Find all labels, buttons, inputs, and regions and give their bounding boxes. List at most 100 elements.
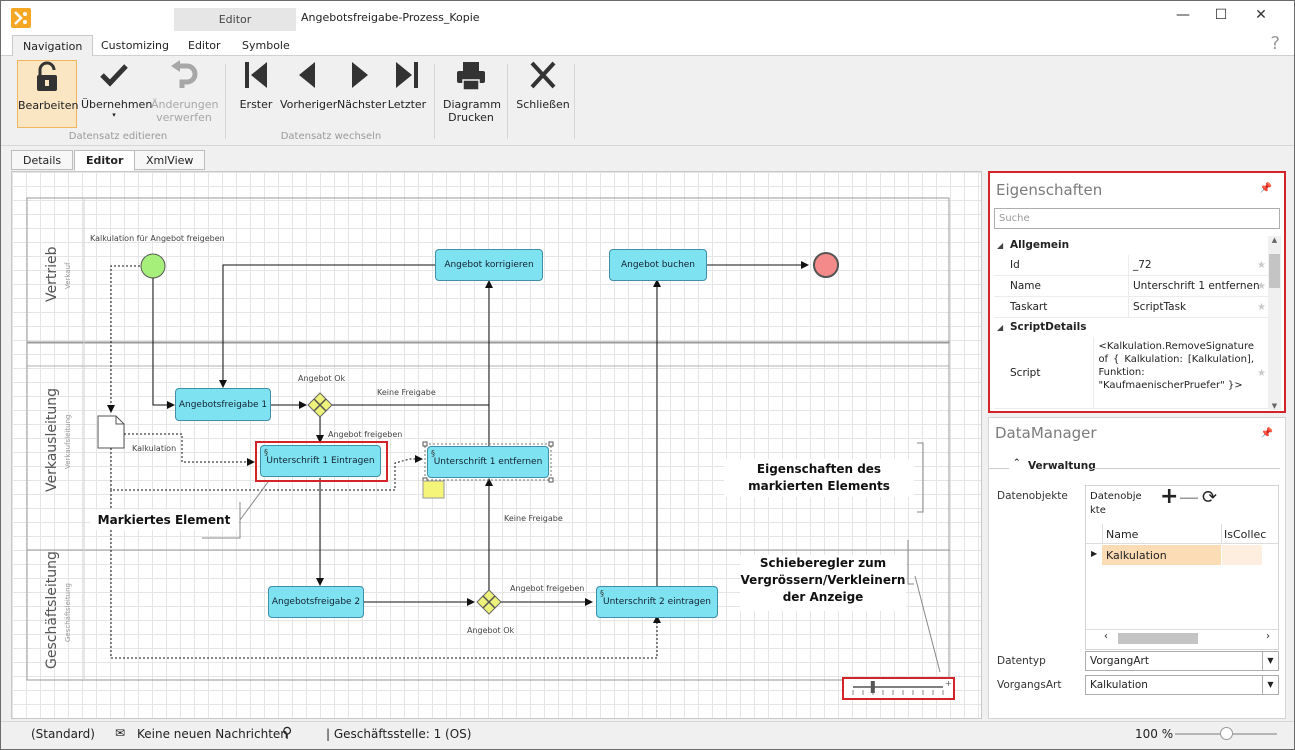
diagram-canvas[interactable]: + Vertrieb Verkauf Verkausleitung Verkau… xyxy=(11,171,982,719)
properties-scrollbar[interactable]: ▲ ▼ xyxy=(1268,236,1281,410)
ribbon-tab-bar: Navigation Customizing Editor Symbole ? xyxy=(1,31,1294,57)
task-label: Unterschrift 1 Eintragen xyxy=(266,456,375,466)
accept-button[interactable]: Übernehmen ▾ xyxy=(81,60,152,119)
ribbon-separator xyxy=(574,64,575,139)
tab-xmlview[interactable]: XmlView xyxy=(134,150,206,170)
task-angebotsfreigabe-2[interactable]: Angebotsfreigabe 2 xyxy=(268,586,364,618)
datenobjekte-box: Datenobje kte + — ⟳ Name IsCollec ▶ Kalk… xyxy=(1085,484,1279,650)
last-button[interactable]: Letzter xyxy=(387,60,427,111)
table-row[interactable]: ▶ Kalkulation xyxy=(1086,545,1278,565)
discard-button[interactable]: Änderungen verwerfen xyxy=(151,60,219,124)
category-scriptdetails[interactable]: ◢ ScriptDetails xyxy=(994,318,1270,337)
minus-icon[interactable]: — xyxy=(1179,485,1199,509)
label-angebot-ok-2: Angebot Ok xyxy=(467,626,515,635)
app-icon[interactable] xyxy=(11,8,31,28)
first-button[interactable]: Erster xyxy=(237,60,275,111)
label-kalkulation-freigeben: Kalkulation für Angebot freigeben xyxy=(90,234,225,243)
close-icon[interactable]: ✕ xyxy=(1255,7,1267,23)
property-row-script[interactable]: Script <Kalkulation.RemoveSignature of {… xyxy=(994,337,1270,409)
callout-markiertes-element: Markiertes Element xyxy=(90,510,238,530)
zoom-slider-thumb[interactable] xyxy=(870,681,875,693)
last-label: Letzter xyxy=(387,98,427,111)
search-icon[interactable]: ⚲ xyxy=(282,725,293,741)
lane-verkausleitung-sub: Verkaufsleitung xyxy=(64,414,72,469)
task-unterschrift-1-eintragen[interactable]: § Unterschrift 1 Eintragen xyxy=(260,445,381,477)
lane-verkausleitung: Verkausleitung xyxy=(44,388,60,492)
title-bar: Editor Angebotsfreigabe-Prozess_Kopie — … xyxy=(1,1,1294,31)
star-icon[interactable]: ★ xyxy=(1257,281,1266,292)
task-angebotsfreigabe-1[interactable]: Angebotsfreigabe 1 xyxy=(175,388,271,421)
tab-symbole[interactable]: Symbole xyxy=(242,39,290,52)
next-label: Nächster xyxy=(337,98,387,111)
edit-button[interactable]: Bearbeiten xyxy=(17,60,78,128)
scroll-thumb[interactable] xyxy=(1269,254,1280,288)
scroll-thumb[interactable] xyxy=(1118,633,1198,644)
first-label: Erster xyxy=(239,98,273,111)
task-angebot-korrigieren[interactable]: Angebot korrigieren xyxy=(435,249,543,281)
status-zoom: 100 % xyxy=(1135,727,1174,741)
context-tab-editor: Editor xyxy=(174,8,296,31)
ribbon-separator xyxy=(225,64,226,139)
scroll-down-icon[interactable]: ▼ xyxy=(1271,402,1278,410)
property-row-id[interactable]: Id _72★ xyxy=(994,255,1270,276)
col-name[interactable]: Name xyxy=(1106,528,1139,541)
col-iscollection[interactable]: IsCollec xyxy=(1224,528,1267,541)
tab-customizing[interactable]: Customizing xyxy=(101,39,169,52)
property-row-name[interactable]: Name Unterschrift 1 entfernen★ xyxy=(994,276,1270,297)
lane-geschaeftsleitung-sub: Geschäftsleitung xyxy=(64,583,72,642)
status-bar: (Standard) ✉ Keine neuen Nachrichten ⚲ |… xyxy=(1,721,1294,749)
tab-editor-view[interactable]: Editor xyxy=(74,150,136,171)
print-label-1: Diagramm xyxy=(443,98,501,111)
label-keine-freigabe-1: Keine Freigabe xyxy=(377,388,436,397)
property-row-taskart[interactable]: Taskart ScriptTask★ xyxy=(994,297,1270,318)
checkmark-icon xyxy=(81,60,147,98)
pin-icon[interactable]: 📌 xyxy=(1259,183,1272,194)
prev-button[interactable]: Vorheriger xyxy=(280,60,338,111)
pin-icon[interactable]: 📌 xyxy=(1260,428,1273,439)
properties-panel: Eigenschaften 📌 Suche ◢ Allgemein Id _72… xyxy=(988,171,1286,413)
print-label-2: Drucken xyxy=(448,111,494,124)
scroll-up-icon[interactable]: ▲ xyxy=(1271,236,1278,244)
scroll-left-icon[interactable]: ‹ xyxy=(1104,631,1108,642)
task-label: Unterschrift 1 entfernen xyxy=(433,457,543,467)
category-allgemein[interactable]: ◢ Allgemein xyxy=(994,236,1270,255)
task-unterschrift-2-eintragen[interactable]: § Unterschrift 2 eintragen xyxy=(596,586,718,618)
collapse-triangle-icon: ◢ xyxy=(997,241,1004,250)
tab-details[interactable]: Details xyxy=(11,150,74,170)
star-icon[interactable]: ★ xyxy=(1257,260,1266,271)
vorgangsart-select[interactable]: Kalkulation ▼ xyxy=(1085,675,1279,695)
datentyp-select[interactable]: VorgangArt ▼ xyxy=(1085,651,1279,671)
zoom-slider-thumb[interactable] xyxy=(1220,727,1233,740)
tab-editor[interactable]: Editor xyxy=(188,39,221,52)
refresh-icon[interactable]: ⟳ xyxy=(1202,487,1218,508)
help-icon[interactable]: ? xyxy=(1270,33,1280,54)
close-button[interactable]: Schließen xyxy=(515,60,571,111)
diagram-connectors: + xyxy=(26,197,955,700)
scroll-right-icon[interactable]: › xyxy=(1266,631,1270,642)
next-button[interactable]: Nächster xyxy=(337,60,387,111)
property-grid: ◢ Allgemein Id _72★ Name Unterschrift 1 … xyxy=(994,236,1270,410)
status-mode: (Standard) xyxy=(31,727,95,741)
dropdown-arrow-icon: ▾ xyxy=(112,111,116,119)
undo-icon xyxy=(151,60,217,98)
properties-search-input[interactable]: Suche xyxy=(994,208,1280,229)
chevron-up-icon: ⌃ xyxy=(1013,458,1021,468)
tab-navigation[interactable]: Navigation xyxy=(12,35,94,57)
minimize-icon[interactable]: — xyxy=(1176,7,1190,23)
label-kalkulation: Kalkulation xyxy=(132,444,177,453)
zoom-slider[interactable] xyxy=(1175,727,1277,740)
plus-icon[interactable]: + xyxy=(1160,484,1179,509)
task-unterschrift-1-entfernen[interactable]: § Unterschrift 1 entfernen xyxy=(427,446,549,478)
star-icon[interactable]: ★ xyxy=(1257,368,1266,379)
group-label-switch: Datensatz wechseln xyxy=(280,131,382,142)
print-button[interactable]: Diagramm Drucken xyxy=(443,60,501,124)
task-angebot-buchen[interactable]: Angebot buchen xyxy=(609,249,707,281)
star-icon[interactable]: ★ xyxy=(1257,302,1266,313)
svg-text:+: + xyxy=(945,679,952,688)
horizontal-scrollbar[interactable]: ‹ › xyxy=(1086,629,1278,646)
discard-label-1: Änderungen xyxy=(151,98,219,111)
maximize-icon[interactable]: ☐ xyxy=(1214,7,1228,23)
script-icon: § xyxy=(431,449,435,458)
prev-label: Vorheriger xyxy=(280,98,338,111)
